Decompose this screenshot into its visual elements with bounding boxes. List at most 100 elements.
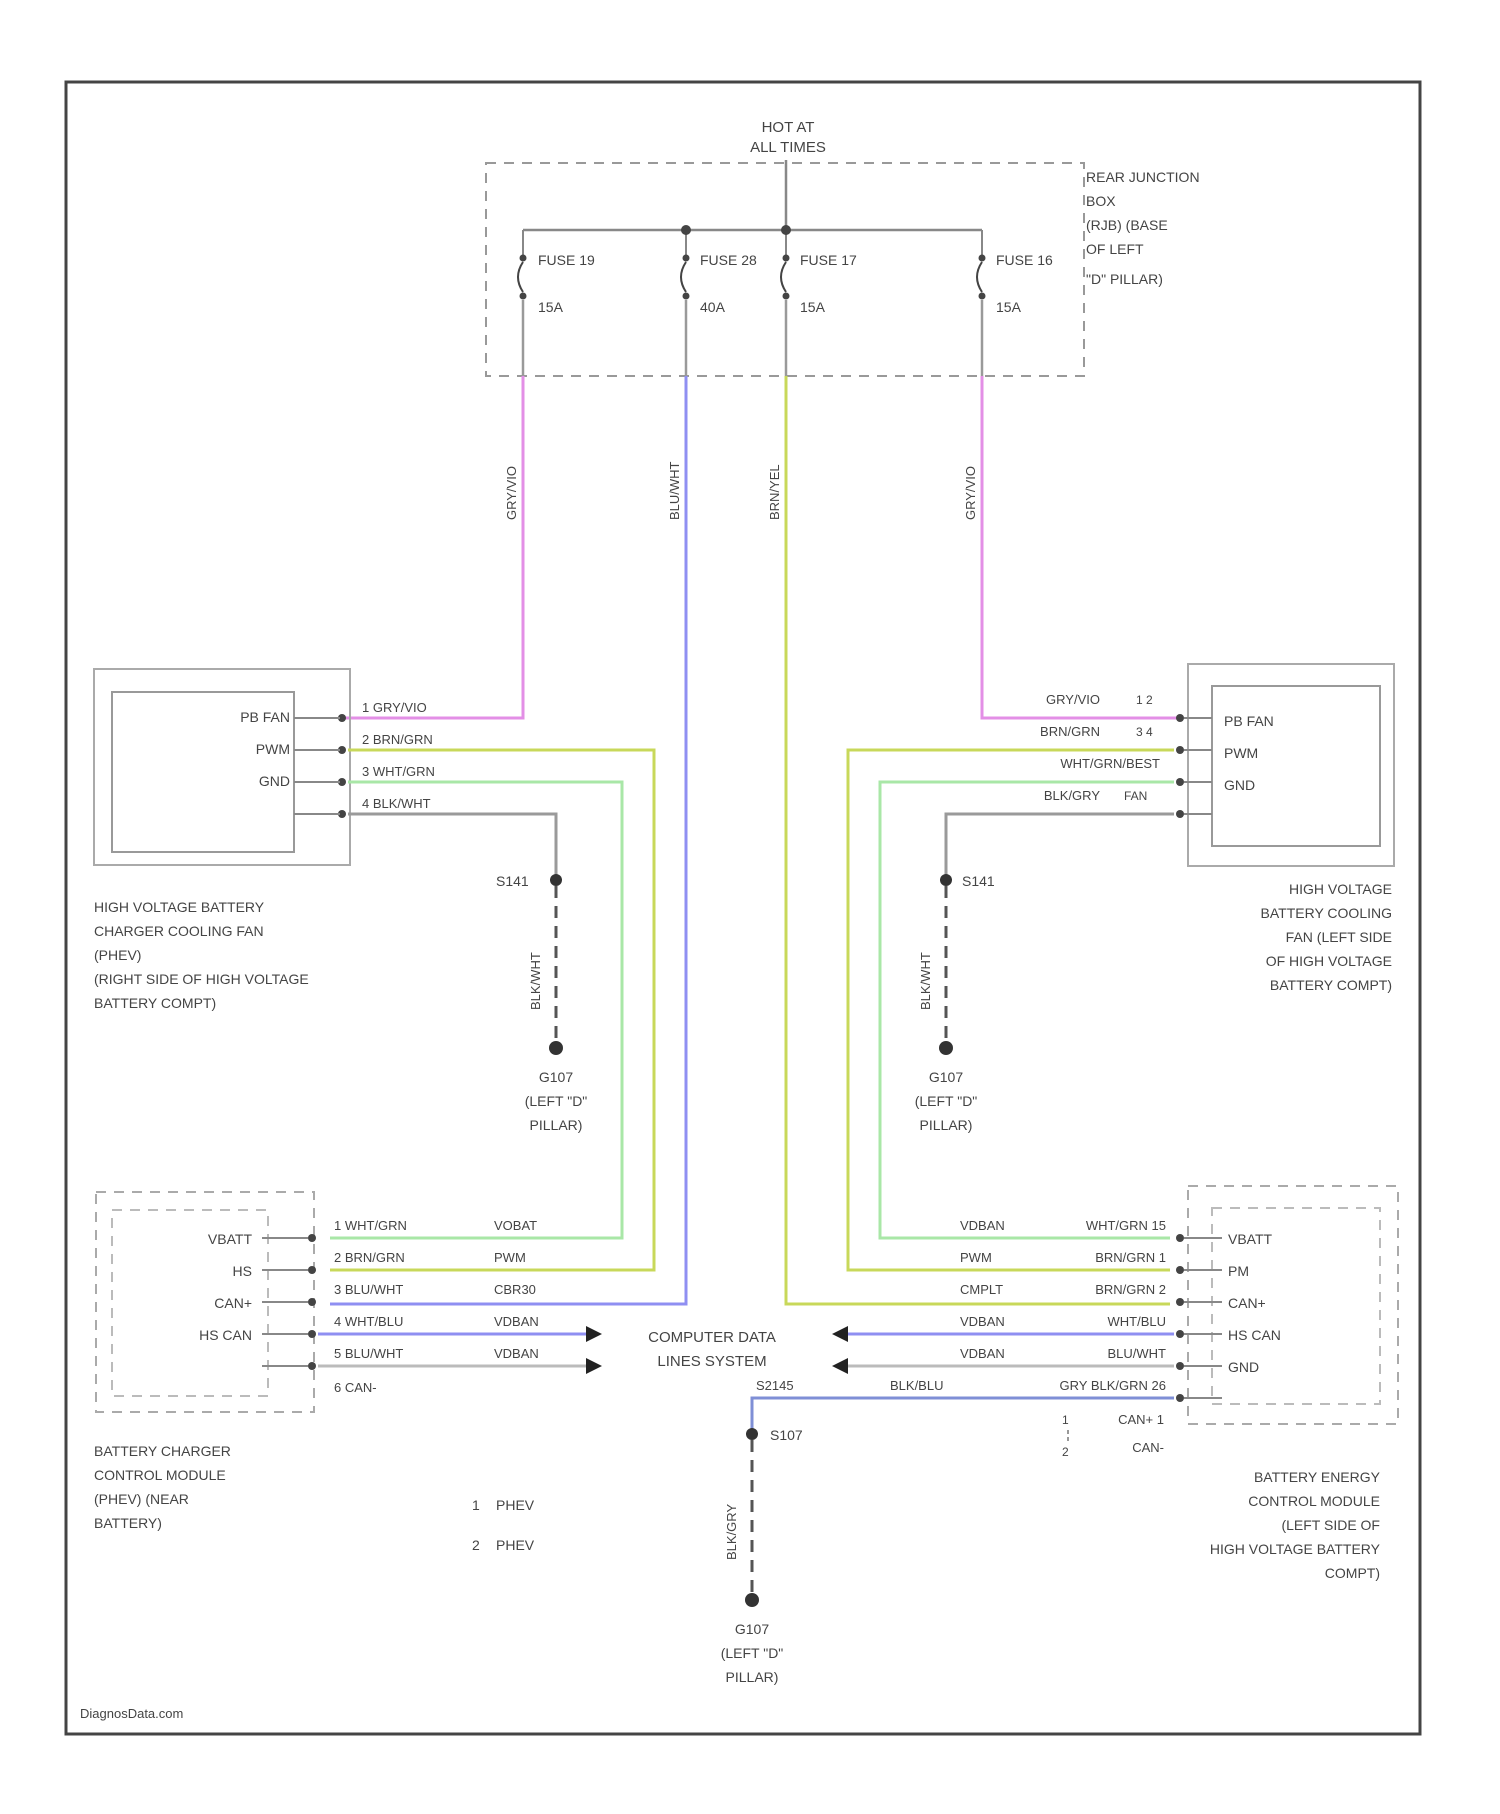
svg-text:VBATT: VBATT [1228,1231,1273,1247]
charger-signal-1: VOBAT [494,1218,537,1233]
svg-text:40A: 40A [700,299,726,315]
left-fan-label-4: (RIGHT SIDE OF HIGH VOLTAGE [94,971,309,987]
svg-text:HS CAN: HS CAN [199,1327,252,1343]
note-1-text: PHEV [496,1497,535,1513]
left-fan-label-5: BATTERY COMPT) [94,995,216,1011]
left-fan-label-3: (PHEV) [94,947,141,963]
energy-note-num-2: 2 [1062,1445,1069,1459]
right-fan-gnd-wire [946,814,1174,876]
right-fan-pwm-wire [848,750,1174,1270]
bottom-splice-dot [746,1428,758,1440]
charger-wire-6: 6 CAN- [334,1380,377,1395]
svg-text:FUSE 28: FUSE 28 [700,252,757,268]
svg-text:FUSE 17: FUSE 17 [800,252,857,268]
svg-text:15A: 15A [800,299,826,315]
note-1-num: 1 [472,1497,480,1513]
energy-wire-5: BLU/WHT [1108,1346,1167,1361]
right-fan-pin-num-2: 3 4 [1136,725,1153,739]
right-splice-label: S141 [962,873,995,889]
right-fan-label-3: FAN (LEFT SIDE [1286,929,1392,945]
left-fan-vbatt-wire [330,782,622,1238]
bottom-splice-label: S107 [770,1427,803,1443]
energy-label-5: COMPT) [1325,1565,1380,1581]
svg-text:GND: GND [1224,777,1255,793]
svg-text:HS CAN: HS CAN [1228,1327,1281,1343]
energy-signal-4: VDBAN [960,1314,1005,1329]
junction-box-line3: (RJB) (BASE [1086,217,1168,233]
junction-box-line1: REAR JUNCTION [1086,169,1200,185]
data-link-line1: COMPUTER DATA [648,1329,776,1346]
energy-extra-pin1: CAN+ 1 [1118,1412,1164,1427]
svg-text:PWM: PWM [256,741,290,757]
left-fan-wire-1: 1 GRY/VIO [362,700,427,715]
energy-wire-2: BRN/GRN 1 [1095,1250,1166,1265]
fuse-28: FUSE 28 40A [681,252,757,315]
right-fan-wire-1: GRY/VIO [1046,692,1100,707]
fuse-16: FUSE 16 15A [977,252,1053,315]
energy-can-high-arrow [832,1326,848,1342]
left-ground-dot [549,1041,563,1055]
charger-module-pins [308,1234,316,1370]
bottom-ground-wire-label: BLK/GRY [724,1504,739,1560]
note-2-num: 2 [472,1537,480,1553]
right-fan-label-4: OF HIGH VOLTAGE [1266,953,1392,969]
charger-signal-3: CBR30 [494,1282,536,1297]
charger-label-4: BATTERY) [94,1515,162,1531]
charger-signal-5: VDBAN [494,1346,539,1361]
svg-text:15A: 15A [538,299,564,315]
right-fan-label-2: BATTERY COOLING [1261,905,1392,921]
junction-box-line2: BOX [1086,193,1116,209]
left-fan-pwm-wire [330,750,654,1270]
svg-text:GND: GND [259,773,290,789]
svg-text:FUSE 19: FUSE 19 [538,252,595,268]
diagram-frame [66,82,1420,1734]
charger-can-low-arrow [586,1358,602,1374]
right-fan-label-5: BATTERY COMPT) [1270,977,1392,993]
right-splice-dot [940,874,952,886]
fuse-17: FUSE 17 15A [781,252,857,315]
charger-wire-1: 1 WHT/GRN [334,1218,407,1233]
junction-box-line5: "D" PILLAR) [1086,271,1163,287]
data-link-splice: S2145 [756,1378,794,1393]
svg-text:VBATT: VBATT [208,1231,253,1247]
charger-signal-4: VDBAN [494,1314,539,1329]
energy-wire-3: BRN/GRN 2 [1095,1282,1166,1297]
left-fan-wire-2: 2 BRN/GRN [362,732,433,747]
right-fan-pins [1176,714,1184,818]
right-fan-wire-4: BLK/GRY [1044,788,1100,803]
power-source-line1: HOT AT [762,119,815,136]
left-fan-gnd-wire [348,814,556,876]
wire-fuse16-gry-vio [982,376,1178,718]
svg-text:FUSE 16: FUSE 16 [996,252,1053,268]
right-fan-pin-num-4: FAN [1124,789,1147,803]
svg-text:PWM: PWM [1224,745,1258,761]
left-fan-label-1: HIGH VOLTAGE BATTERY [94,899,265,915]
energy-extra-pin2: CAN- [1132,1440,1164,1455]
wire-fuse19-gry-vio [340,376,523,718]
charger-wire-3: 3 BLU/WHT [334,1282,403,1297]
energy-signal-3: CMPLT [960,1282,1003,1297]
right-ground-loc1: (LEFT "D" [915,1093,978,1109]
charger-signal-2: PWM [494,1250,526,1265]
right-ground-wire-label: BLK/WHT [918,952,933,1010]
energy-wire-6: GRY BLK/GRN 26 [1060,1378,1166,1393]
left-fan-wire-4: 4 BLK/WHT [362,796,431,811]
right-fan-wire-2: BRN/GRN [1040,724,1100,739]
left-splice-label: S141 [496,873,529,889]
energy-label-2: CONTROL MODULE [1248,1493,1380,1509]
right-ground-dot [939,1041,953,1055]
wire-label-fuse16: GRY/VIO [963,466,978,520]
bottom-ground-loc1: (LEFT "D" [721,1645,784,1661]
energy-note-num-1: 1 [1062,1413,1069,1427]
right-ground-id: G107 [929,1069,963,1085]
charger-wire-4: 4 WHT/BLU [334,1314,403,1329]
energy-signal-5: VDBAN [960,1346,1005,1361]
right-fan-label-1: HIGH VOLTAGE [1289,881,1392,897]
svg-text:CAN+: CAN+ [214,1295,252,1311]
data-link-line2: LINES SYSTEM [657,1353,766,1370]
energy-signal-1: VDBAN [960,1218,1005,1233]
charger-label-2: CONTROL MODULE [94,1467,226,1483]
left-ground-loc1: (LEFT "D" [525,1093,588,1109]
left-fan-wire-3: 3 WHT/GRN [362,764,435,779]
